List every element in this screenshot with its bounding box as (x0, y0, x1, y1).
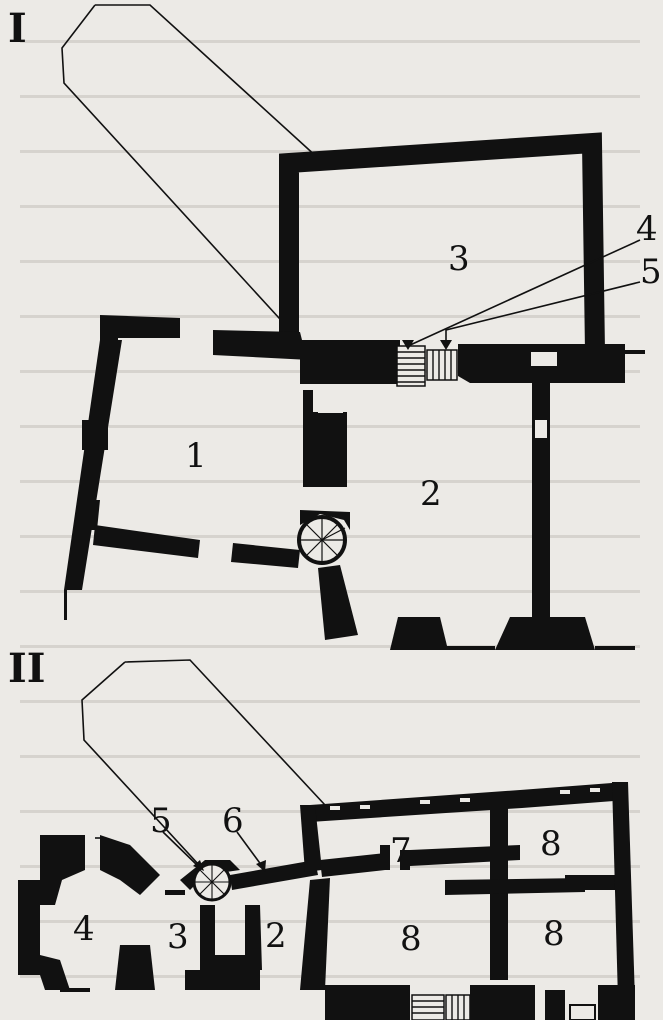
plan-i-label-1: 1 (185, 436, 207, 476)
plan-ii-label-3: 3 (167, 917, 189, 957)
wall-8-east-stub (565, 875, 620, 890)
wall-south-4 (598, 985, 635, 1020)
wall-2-south (185, 970, 260, 990)
wall-7-jamb-2 (400, 850, 410, 870)
tower-se (115, 945, 155, 990)
spiral-stair-ii (192, 862, 232, 902)
wall-south-thin (440, 646, 495, 650)
tower-nw (40, 835, 85, 905)
wall-main-east (612, 782, 635, 1000)
buttress-w1 (82, 420, 108, 450)
plan-ii-label-8b: 8 (400, 919, 422, 959)
buttress-w2 (75, 500, 100, 530)
leader-4 (407, 239, 641, 347)
wall-south-stub (318, 565, 358, 640)
leader-5-ii (162, 831, 199, 867)
projection-outline-ii (81, 659, 326, 891)
wall-7-jamb (380, 845, 390, 870)
plan-ii-label-8c: 8 (543, 914, 565, 954)
tower-sw (40, 955, 70, 990)
plan-ii-label-2: 2 (265, 916, 287, 956)
tower-w (18, 880, 40, 975)
spiral-stair-i (297, 515, 347, 565)
plan-ii-label-5: 5 (150, 801, 172, 841)
arrow-5 (440, 340, 452, 350)
wall-7-north (320, 853, 385, 877)
wall-west-end (64, 590, 67, 620)
arrow-5-ii (193, 860, 204, 871)
plan-i-label-4: 4 (636, 209, 658, 249)
wall-8-horizontal (445, 878, 585, 895)
wall-main-west (300, 805, 322, 872)
wall-ne-end (625, 350, 645, 354)
room-2-walls (200, 905, 262, 970)
wall-room1-south (93, 525, 200, 558)
plan-numeral-ii: II (8, 645, 45, 692)
wall-south-2 (470, 985, 535, 1020)
wall-n-2 (300, 340, 400, 384)
jamb-1 (303, 390, 313, 415)
leader-6-ii (236, 831, 263, 867)
tower-s-thin (60, 988, 90, 992)
wall-south-1 (325, 985, 410, 1020)
wall-south-thin-2 (595, 646, 635, 650)
plan-ii-label-6: 6 (222, 801, 244, 841)
window-ne (531, 352, 557, 366)
wall-east-partition (532, 380, 550, 620)
plan-i: I (8, 4, 662, 650)
wall-2-north (230, 860, 318, 890)
wall-3-north (165, 890, 185, 895)
wall-nw (100, 315, 180, 355)
plan-ii-label-8a: 8 (540, 824, 562, 864)
wall-n-1 (213, 330, 310, 360)
plan-ii-label-7: 7 (390, 831, 412, 871)
wall-mid-south (231, 543, 300, 568)
plan-ii: II (8, 645, 635, 1020)
stairs-5 (426, 349, 458, 381)
stairs-south (411, 994, 471, 1020)
wall-1-2 (303, 412, 347, 487)
plan-i-label-3: 3 (448, 239, 470, 279)
tower-ne (100, 835, 160, 895)
pier-s1 (390, 617, 448, 650)
window-south (569, 1004, 596, 1020)
stairs-4 (396, 345, 426, 387)
projection-outline (61, 4, 319, 331)
arrow-4 (402, 340, 414, 350)
room-3-walls (279, 132, 605, 353)
plan-numeral-i: I (8, 5, 27, 52)
plan-i-label-5: 5 (640, 252, 662, 292)
wall-main-west-2 (300, 878, 330, 990)
door-east (535, 420, 547, 438)
spiral-wall-top (300, 510, 350, 530)
door-1-2 (318, 395, 343, 413)
plan-i-label-2: 2 (420, 474, 442, 514)
plan-ii-label-4: 4 (73, 909, 95, 949)
wall-south-3 (545, 990, 565, 1020)
pier-s2 (495, 617, 595, 650)
arrow-6-ii (256, 860, 266, 872)
